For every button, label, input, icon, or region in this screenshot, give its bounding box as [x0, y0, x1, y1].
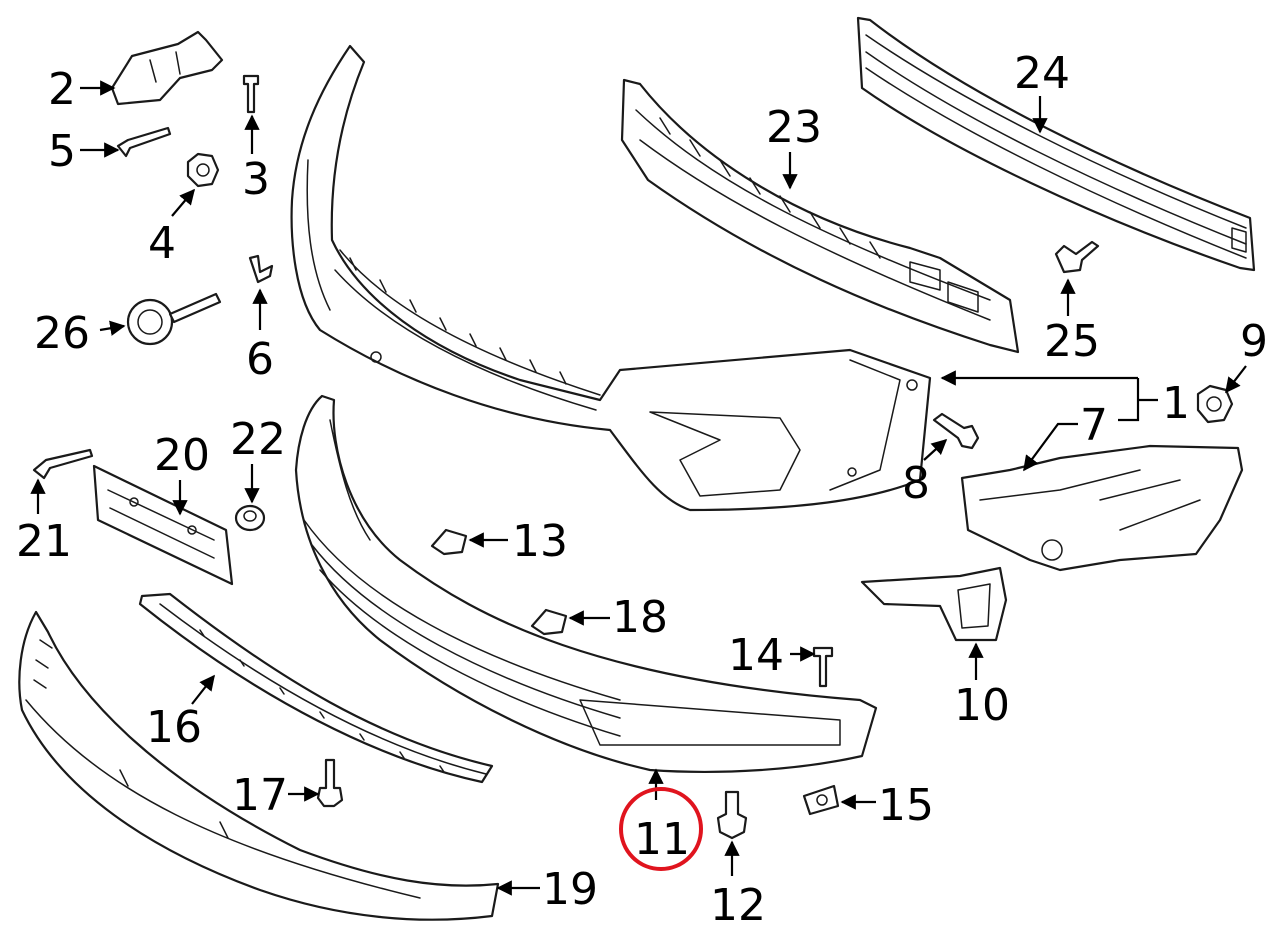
callout-18-label: 18 — [612, 592, 668, 643]
part-11-lower-bumper-cover — [294, 394, 878, 773]
callout-2-label: 2 — [48, 64, 76, 115]
callout-17: 17 — [232, 770, 320, 821]
callout-10-label: 10 — [954, 680, 1010, 731]
callout-16: 16 — [146, 674, 215, 753]
part-15-bezel — [802, 784, 840, 816]
callout-26: 26 — [34, 308, 126, 359]
callout-15-label: 15 — [878, 780, 934, 831]
callout-7: 7 — [1023, 400, 1108, 472]
highlight-circle — [619, 787, 703, 871]
callout-22-label: 22 — [230, 414, 286, 465]
callout-18: 18 — [568, 592, 668, 643]
callout-14-label: 14 — [728, 630, 784, 681]
callout-7-label: 7 — [1080, 400, 1108, 451]
part-1-bumper-cover — [290, 44, 932, 512]
part-23-energy-absorber — [620, 78, 1020, 354]
callout-24-label: 24 — [1014, 48, 1070, 99]
part-9-nut — [1196, 384, 1234, 424]
callout-11-label: 11 — [634, 814, 690, 865]
callout-21: 21 — [16, 478, 72, 567]
callout-19: 19 — [496, 864, 598, 915]
part-14-screw — [812, 646, 834, 688]
callout-11: 11 — [634, 768, 690, 865]
callout-1: 1 — [940, 370, 1190, 429]
callout-4: 4 — [148, 188, 195, 269]
callout-8: 8 — [902, 438, 948, 509]
callout-25-label: 25 — [1044, 316, 1100, 367]
part-24-reinforcement-bar — [856, 16, 1256, 272]
part-13-clip-nut — [430, 528, 468, 556]
part-19-skid-plate — [18, 610, 500, 921]
callout-19-label: 19 — [542, 864, 598, 915]
callout-2: 2 — [48, 64, 116, 115]
callout-3: 3 — [242, 114, 270, 205]
callout-10: 10 — [954, 642, 1010, 731]
part-3-bolt — [242, 74, 260, 114]
part-25-bolt — [1054, 240, 1100, 274]
part-26-tow-eye — [126, 292, 222, 346]
callout-12-label: 12 — [710, 880, 766, 931]
callout-3-label: 3 — [242, 154, 270, 205]
callout-5: 5 — [48, 126, 120, 177]
part-10-fog-bezel — [860, 566, 1008, 642]
callout-13: 13 — [468, 516, 568, 567]
callout-8-label: 8 — [902, 458, 930, 509]
callout-5-label: 5 — [48, 126, 76, 177]
part-7-side-bracket — [960, 444, 1244, 572]
part-4-nut — [186, 152, 220, 188]
part-22-grommet — [234, 504, 266, 532]
callout-23-label: 23 — [766, 102, 822, 153]
part-18-clip-nut — [530, 608, 568, 636]
part-12-bolt — [716, 790, 748, 840]
callout-16-label: 16 — [146, 702, 202, 753]
callout-9: 9 — [1225, 316, 1268, 394]
part-8-bolt — [932, 412, 980, 450]
callout-4-label: 4 — [148, 218, 176, 269]
part-16-trim-strip — [138, 592, 494, 784]
callout-26-label: 26 — [34, 308, 90, 359]
callout-17-label: 17 — [232, 770, 288, 821]
callout-24: 24 — [1014, 48, 1070, 134]
callout-23: 23 — [766, 102, 822, 190]
callout-21-label: 21 — [16, 516, 72, 567]
callout-1-label: 1 — [1162, 378, 1190, 429]
part-17-bolt — [316, 758, 344, 808]
callout-9-label: 9 — [1240, 316, 1268, 367]
part-2-bracket — [110, 30, 224, 106]
callout-20: 20 — [154, 430, 210, 516]
callout-12: 12 — [710, 840, 766, 931]
callout-25: 25 — [1044, 278, 1100, 367]
part-21-push-pin — [32, 448, 94, 480]
part-6-clip — [248, 254, 274, 284]
callout-22: 22 — [230, 414, 286, 504]
part-20-license-bracket — [92, 464, 234, 586]
callout-6: 6 — [246, 288, 274, 385]
part-5-push-pin — [116, 126, 172, 158]
callout-15: 15 — [840, 780, 934, 831]
callout-6-label: 6 — [246, 334, 274, 385]
callout-14: 14 — [728, 630, 816, 681]
callout-13-label: 13 — [512, 516, 568, 567]
callout-20-label: 20 — [154, 430, 210, 481]
